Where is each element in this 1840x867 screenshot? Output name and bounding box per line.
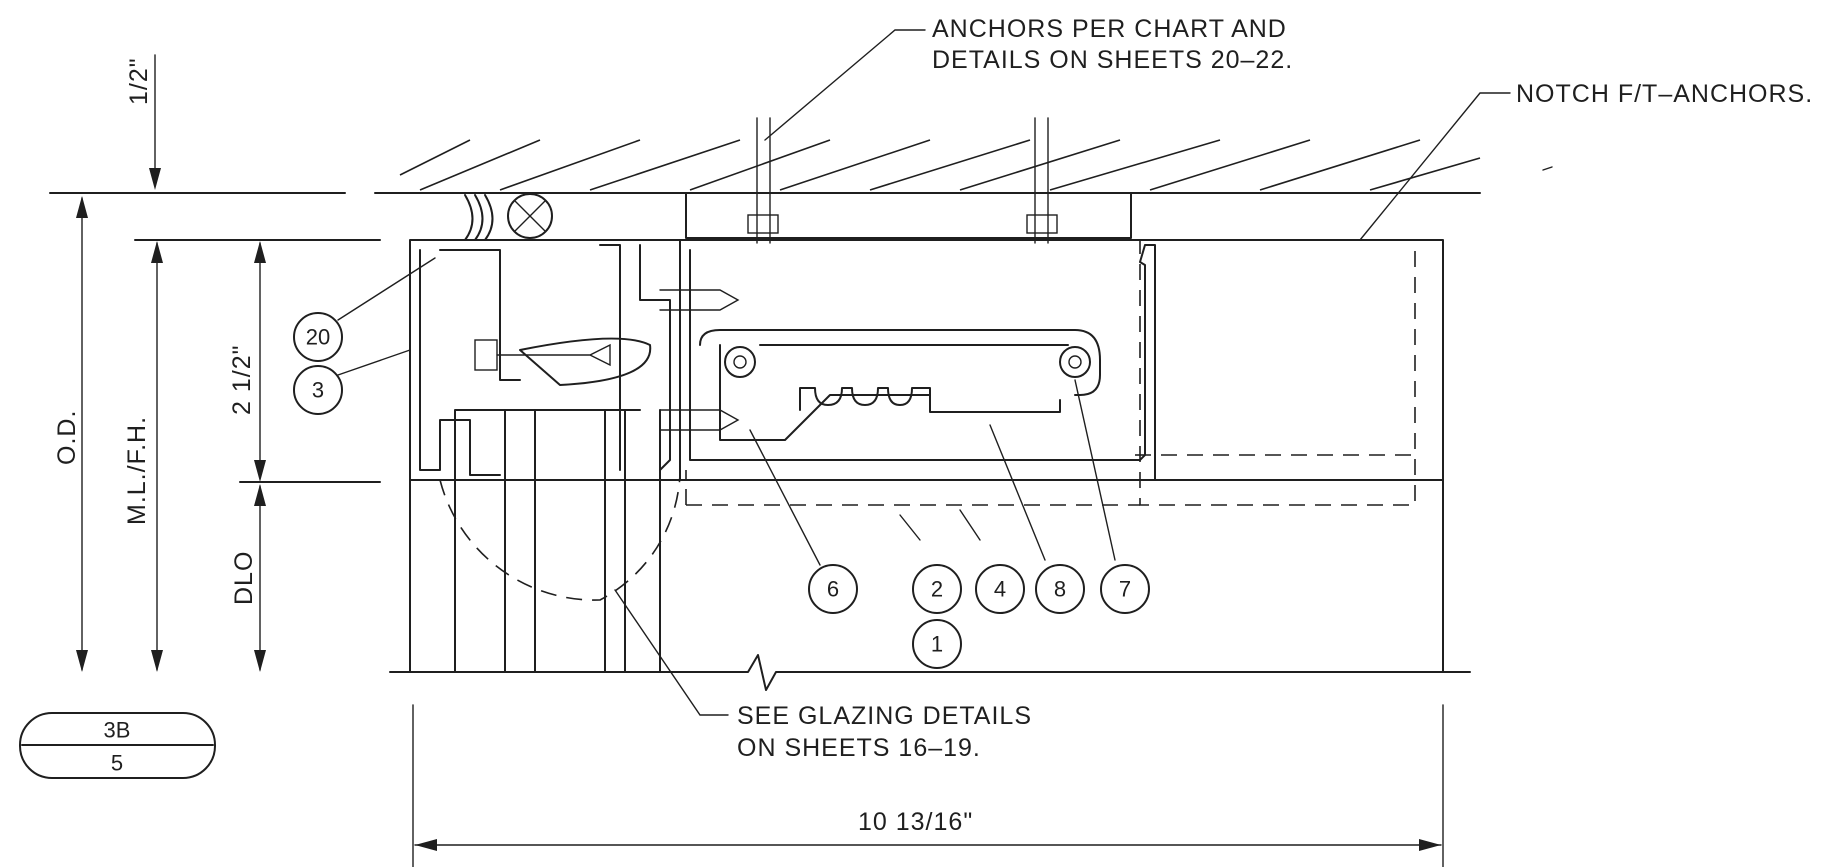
note-glazing-line1: SEE GLAZING DETAILS bbox=[737, 702, 1032, 730]
callout-20: 20 bbox=[293, 312, 343, 362]
callout-4-label: 4 bbox=[994, 577, 1006, 602]
detail-tag-bottom: 5 bbox=[111, 751, 123, 776]
note-glazing-line2: ON SHEETS 16–19. bbox=[737, 734, 981, 762]
callout-8: 8 bbox=[1035, 564, 1085, 614]
substrate-hatch bbox=[49, 139, 1481, 194]
dim-ml-fh: M.L./F.H. bbox=[123, 239, 381, 672]
note-anchors: ANCHORS PER CHART AND DETAILS ON SHEETS … bbox=[764, 15, 1293, 141]
dim-dlo: DLO bbox=[230, 484, 266, 672]
dim-dlo-label: DLO bbox=[230, 551, 258, 605]
dim-two-half-inch-label: 2 1/2" bbox=[228, 345, 256, 415]
callout-8-label: 8 bbox=[1054, 577, 1066, 602]
dim-half-inch: 1/2" bbox=[125, 54, 161, 190]
dim-two-half-inch: 2 1/2" bbox=[228, 241, 381, 483]
callout-4: 4 bbox=[975, 564, 1025, 614]
callout-1-label: 1 bbox=[931, 632, 943, 657]
callout-3: 3 bbox=[293, 365, 343, 415]
note-notch: NOTCH F/T–ANCHORS. bbox=[1359, 80, 1813, 241]
anchor-left bbox=[747, 117, 779, 244]
dim-od: O.D. bbox=[53, 196, 88, 672]
dim-width: 10 13/16" bbox=[412, 704, 1444, 867]
callout-6: 6 bbox=[808, 564, 858, 614]
callout-7-label: 7 bbox=[1119, 577, 1131, 602]
note-notch-text: NOTCH F/T–ANCHORS. bbox=[1516, 80, 1813, 108]
callout-20-label: 20 bbox=[306, 325, 330, 350]
dim-od-label: O.D. bbox=[53, 410, 81, 465]
note-anchors-line2: DETAILS ON SHEETS 20–22. bbox=[932, 46, 1293, 74]
callout-3-label: 3 bbox=[312, 378, 324, 403]
callout-6-label: 6 bbox=[827, 577, 839, 602]
callout-2: 2 bbox=[912, 564, 962, 614]
note-anchors-line1: ANCHORS PER CHART AND bbox=[932, 15, 1287, 43]
dim-ml-fh-label: M.L./F.H. bbox=[123, 416, 151, 525]
callout-leaders bbox=[337, 257, 1116, 566]
callout-1: 1 bbox=[912, 619, 962, 669]
dim-width-label: 10 13/16" bbox=[858, 808, 973, 836]
anchor-right bbox=[1026, 117, 1058, 244]
dim-half-inch-label: 1/2" bbox=[125, 57, 153, 105]
frame-profile bbox=[389, 192, 1471, 691]
callout-2-label: 2 bbox=[931, 577, 943, 602]
callout-7: 7 bbox=[1100, 564, 1150, 614]
detail-tag-top: 3B bbox=[104, 718, 131, 743]
note-glazing: SEE GLAZING DETAILS ON SHEETS 16–19. bbox=[614, 589, 1032, 762]
detail-tag: 3B 5 bbox=[19, 712, 216, 779]
